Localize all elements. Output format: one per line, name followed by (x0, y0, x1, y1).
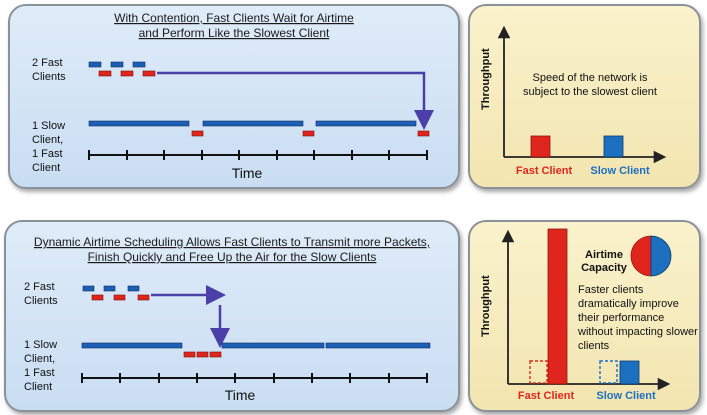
top-left-fast-label-2: Clients (32, 71, 66, 83)
bottom-left-slow-label-1: 1 Slow (24, 339, 57, 351)
bottom-left-time-axis (81, 373, 428, 383)
top-left-slow-packets (88, 120, 430, 137)
bottom-right-slow-bar (619, 360, 640, 385)
top-left-slow-label-3: 1 Fast (32, 148, 63, 160)
bottom-right-note-line4: without impacting slower (577, 326, 698, 338)
top-left-slow-label-2: Client, (32, 134, 63, 146)
bottom-left-fast-label-2: Clients (24, 295, 58, 307)
top-right-fast-label: Fast Client (516, 165, 573, 177)
bottom-left-title-line1: Dynamic Airtime Scheduling Allows Fast C… (34, 235, 430, 249)
bottom-right-legend-title-1: Airtime (585, 249, 623, 261)
bottom-right-slow-ghost-bar (599, 360, 618, 384)
top-right-note-line1: Speed of the network is (533, 72, 648, 84)
top-left-title-line2: and Perform Like the Slowest Client (139, 26, 330, 40)
bottom-right-legend-title-2: Capacity (581, 262, 628, 274)
top-left-time-axis (88, 150, 428, 160)
top-left-slow-label-1: 1 Slow (32, 120, 65, 132)
bottom-left-title-line2: Finish Quickly and Free Up the Air for t… (88, 250, 377, 264)
airtime-scheduling-diagram-panel (4, 220, 460, 412)
bottom-right-fast-ghost-bar (529, 360, 548, 384)
bottom-left-fast-packets (82, 285, 150, 301)
bottom-left-slow-label-3: 1 Fast (24, 367, 55, 379)
bottom-right-fast-label: Fast Client (518, 390, 575, 402)
bottom-right-bar-label: 10x faster (551, 274, 565, 330)
top-right-note-line2: subject to the slowest client (523, 86, 657, 98)
top-left-time-label: Time (232, 165, 263, 181)
bottom-left-fast-label-1: 2 Fast (24, 281, 55, 293)
bottom-right-slow-label: Slow Client (596, 390, 656, 402)
top-left-fast-label-1: 2 Fast (32, 57, 63, 69)
top-left-fast-packets (88, 61, 156, 77)
bottom-left-slow-label-4: Client (24, 381, 52, 393)
bottom-left-slow-packets (81, 342, 431, 358)
airtime-pie-icon (630, 235, 672, 277)
top-right-slow-bar (603, 135, 624, 158)
top-left-title-line1: With Contention, Fast Clients Wait for A… (114, 11, 354, 25)
contention-diagram-panel (8, 4, 460, 189)
bottom-right-note-line2: dramatically improve (578, 298, 679, 310)
top-right-fast-bar (530, 135, 551, 158)
bottom-right-y-axis-label: Throughput (480, 275, 492, 337)
top-left-wait-arrow (157, 71, 434, 130)
bottom-right-note-line1: Faster clients (578, 284, 644, 296)
bottom-right-note-line3: their performance (578, 312, 664, 324)
bottom-right-fast-bar (547, 228, 568, 385)
bottom-left-time-label: Time (225, 387, 256, 403)
bottom-left-slow-label-2: Client, (24, 353, 55, 365)
top-right-axes (497, 25, 667, 164)
bottom-right-note-line5: clients (578, 340, 610, 352)
top-right-y-axis-label: Throughput (480, 48, 492, 110)
top-right-slow-label: Slow Client (590, 165, 650, 177)
top-left-slow-label-4: Client (32, 162, 60, 174)
